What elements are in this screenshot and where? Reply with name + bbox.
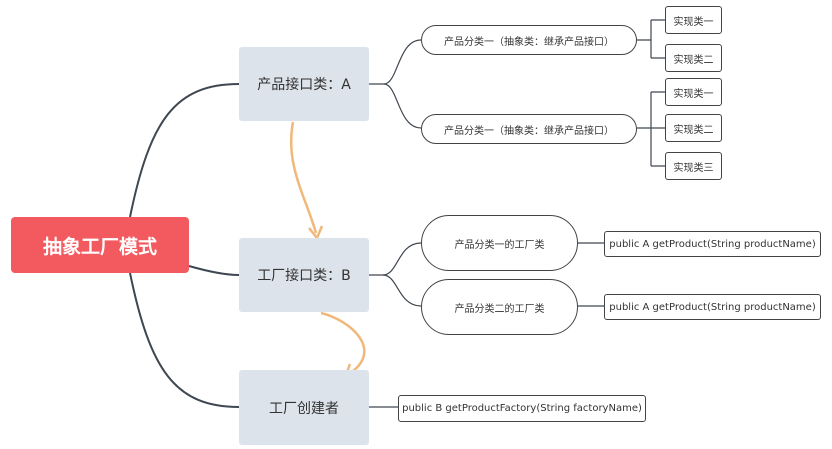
method-get-product-factory[interactable]: public B getProductFactory(String factor… (398, 395, 646, 422)
root-node[interactable]: 抽象工厂模式 (11, 217, 189, 273)
connector-a-p2 (383, 83, 422, 129)
impl-class-2-2[interactable]: 实现类二 (665, 114, 722, 142)
connector-p2-leaves (637, 91, 665, 167)
relation-arrow-a-b (289, 121, 318, 234)
method-get-product-2[interactable]: public A getProduct(String productName) (604, 294, 821, 320)
connector-b-f2 (382, 274, 422, 307)
branch-factory-interface[interactable]: 工厂接口类：B (239, 238, 369, 312)
connector-p1-leaves (637, 19, 665, 59)
connector-root-c (129, 272, 240, 408)
branch-factory-creator[interactable]: 工厂创建者 (239, 370, 369, 445)
product-category-1[interactable]: 产品分类一（抽象类：继承产品接口） (421, 25, 637, 55)
factory-class-1[interactable]: 产品分类一的工厂类 (421, 215, 578, 271)
connector-a-p1 (369, 39, 422, 85)
impl-class-2-1[interactable]: 实现类一 (665, 78, 722, 106)
connector-b-f1 (369, 242, 422, 276)
factory-class-2[interactable]: 产品分类二的工厂类 (421, 279, 578, 335)
product-category-2[interactable]: 产品分类一（抽象类：继承产品接口） (421, 114, 637, 144)
connector-root-b (188, 265, 240, 276)
method-get-product-1[interactable]: public A getProduct(String productName) (604, 231, 821, 257)
connector-root-a (129, 83, 240, 218)
branch-product-interface[interactable]: 产品接口类：A (239, 47, 369, 121)
relation-arrow-b-c (320, 311, 366, 376)
impl-class-1-1[interactable]: 实现类一 (665, 6, 722, 34)
impl-class-1-2[interactable]: 实现类二 (665, 44, 722, 72)
impl-class-2-3[interactable]: 实现类三 (665, 152, 722, 180)
